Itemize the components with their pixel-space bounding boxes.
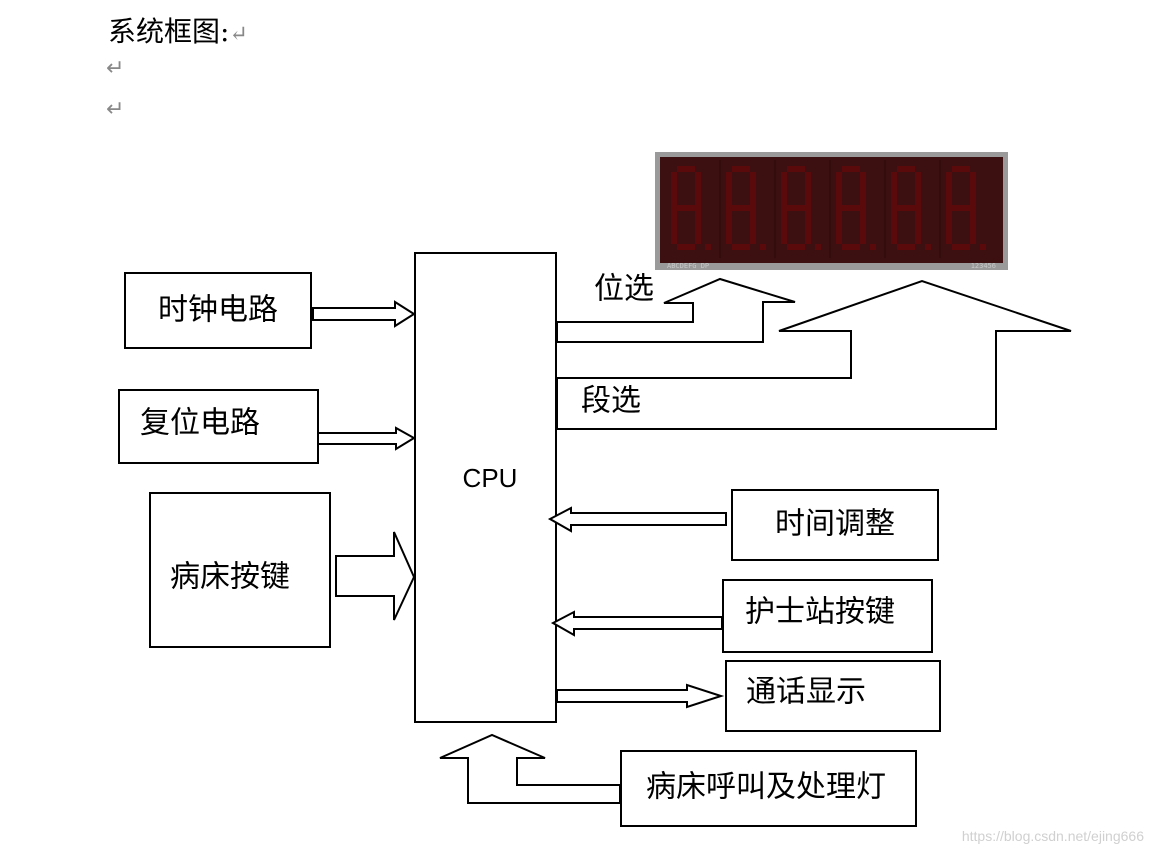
display-segment (805, 172, 811, 208)
display-decimal-point (980, 244, 986, 250)
display-segment (732, 244, 750, 250)
display-segment (732, 166, 750, 172)
display-bezel (660, 157, 1003, 263)
display-segment (897, 205, 915, 211)
display-segment (946, 208, 952, 244)
segment-select-arrow (556, 279, 1072, 430)
display-decimal-point (925, 244, 931, 250)
display-segment (787, 166, 805, 172)
display-segment (787, 205, 805, 211)
display-segment (781, 172, 787, 208)
display-segment (842, 244, 860, 250)
display-segment (726, 172, 732, 208)
display-segment (677, 244, 695, 250)
display-segment (805, 208, 811, 244)
cpu-to-call-display-arrow (556, 683, 725, 709)
time-adjust-to-cpu-arrow (547, 506, 727, 533)
reset-circuit-block (118, 389, 319, 464)
display-decimal-point (815, 244, 821, 250)
bed-key-block (149, 492, 331, 648)
display-segment (860, 208, 866, 244)
display-segment (952, 166, 970, 172)
display-segment (671, 208, 677, 244)
nurse-station-key-label: 护士站按键 (745, 595, 895, 630)
bit-select-arrow (556, 277, 796, 343)
display-segment (946, 172, 952, 208)
cpu-block (414, 252, 557, 723)
display-segment (836, 208, 842, 244)
nurse-station-key-block (722, 579, 933, 653)
clock-circuit-label: 时钟电路 (158, 293, 278, 328)
display-segment (891, 172, 897, 208)
bed-key-label: 病床按键 (170, 560, 290, 595)
nurse-key-to-cpu-arrow (550, 610, 723, 637)
display-segment (915, 208, 921, 244)
display-segment (952, 205, 970, 211)
display-segment (842, 166, 860, 172)
display-segment (726, 208, 732, 244)
display-segment (970, 172, 976, 208)
clock-to-cpu-arrow (312, 300, 416, 328)
call-display-block (725, 660, 941, 732)
display-segment (897, 244, 915, 250)
call-display-label: 通话显示 (746, 675, 866, 710)
display-segment (970, 208, 976, 244)
display-segment (677, 166, 695, 172)
watermark: https://blog.csdn.net/ejing666 (961, 828, 1144, 844)
display-segment (781, 208, 787, 244)
reset-circuit-label: 复位电路 (140, 406, 260, 441)
display-segment (750, 172, 756, 208)
section-heading: 系统框图:↵ (108, 15, 248, 48)
seven-segment-display: ABCDEFG DP 123456 (655, 152, 1008, 270)
bed-key-to-cpu-arrow (335, 531, 416, 621)
display-segment (695, 208, 701, 244)
display-segment (952, 244, 970, 250)
time-adjust-label: 时间调整 (775, 507, 895, 542)
display-segment (842, 205, 860, 211)
paragraph-return-mark-icon: ↵ (106, 97, 125, 122)
cpu-label: CPU (463, 463, 518, 493)
display-sub-right: 123456 (971, 262, 996, 270)
paragraph-return-mark-icon: ↵ (106, 56, 125, 81)
display-segment (836, 172, 842, 208)
bed-call-light-to-cpu-arrow (439, 733, 621, 804)
clock-circuit-block (124, 272, 312, 349)
bit-select-label: 位选 (594, 272, 654, 307)
display-segment (897, 166, 915, 172)
display-decimal-point (760, 244, 766, 250)
display-segment (860, 172, 866, 208)
display-segment (915, 172, 921, 208)
display-decimal-point (705, 244, 711, 250)
return-mark-icon: ↵ (229, 22, 248, 47)
display-decimal-point (870, 244, 876, 250)
reset-to-cpu-arrow (317, 426, 416, 451)
time-adjust-block (731, 489, 939, 561)
display-segment (891, 208, 897, 244)
display-segment (732, 205, 750, 211)
display-segment (750, 208, 756, 244)
segment-select-label: 段选 (581, 384, 641, 419)
display-segment (677, 205, 695, 211)
display-segment (695, 172, 701, 208)
bed-call-light-block (620, 750, 917, 827)
bed-call-light-label: 病床呼叫及处理灯 (646, 770, 886, 805)
display-segment (787, 244, 805, 250)
display-sub-left: ABCDEFG DP (667, 262, 709, 270)
display-segment (671, 172, 677, 208)
